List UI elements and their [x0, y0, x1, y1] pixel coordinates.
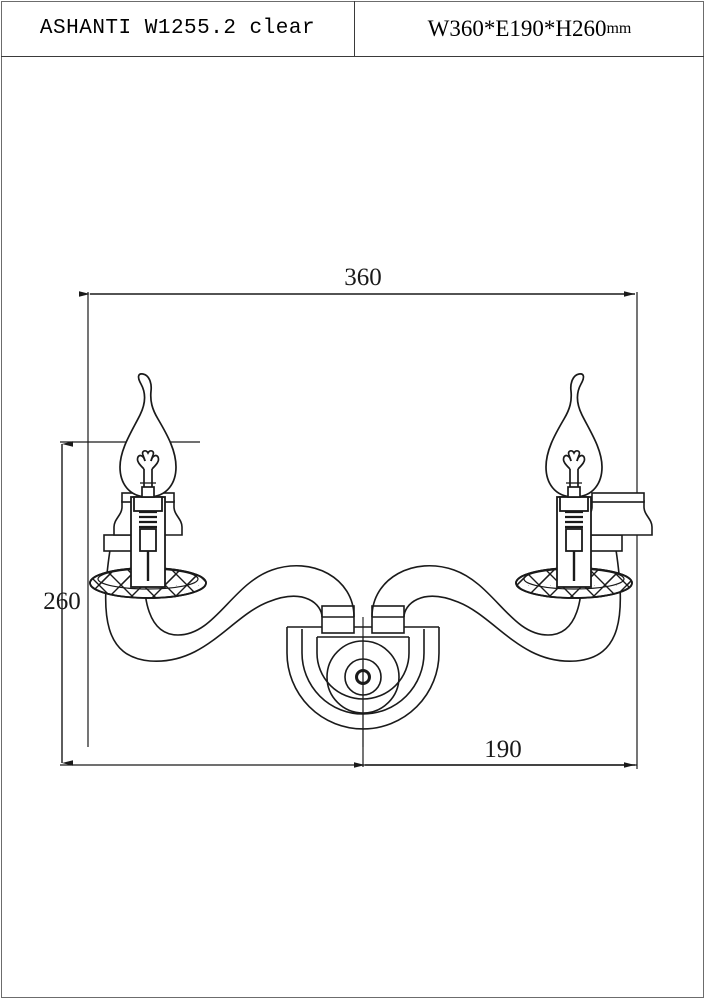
- product-drawing-svg: 360 260 190: [43, 264, 653, 769]
- product-name-text: ASHANTI W1255.2 clear: [39, 17, 316, 40]
- bulb-left-filament: [136, 449, 160, 498]
- socket-left-threads: [139, 510, 157, 529]
- dimension-width-360: 360: [79, 264, 638, 769]
- arm-left-inner-edge: [143, 549, 355, 636]
- bulb-right-glass: [545, 373, 603, 498]
- s-curved-arm-right: [371, 549, 622, 662]
- socket-left-base: [139, 528, 157, 552]
- product-name-cell: ASHANTI W1255.2 clear: [1, 1, 355, 56]
- socket-right-threads: [565, 510, 583, 529]
- semicircular-wall-backplate: [286, 617, 440, 747]
- lamp-socket-right: [559, 496, 589, 581]
- candle-flame-tip-bulb-right: [545, 373, 603, 498]
- arm-collar-left: [321, 605, 355, 634]
- arm-collar-right: [371, 605, 405, 634]
- dimension-label-260: 260: [43, 588, 81, 615]
- dimension-unit-text: mm: [606, 19, 632, 37]
- baluster-right: [583, 492, 653, 536]
- baluster-right-ring: [591, 492, 645, 503]
- candle-assembly-left: [89, 373, 207, 599]
- bulb-right-filament: [562, 449, 586, 498]
- baluster-right-body: [583, 500, 653, 536]
- arm-right-inner-edge: [371, 549, 583, 636]
- dimension-label-190: 190: [484, 736, 522, 763]
- dimension-label-360: 360: [344, 264, 382, 291]
- arm-collar-group: [321, 605, 405, 634]
- socket-left-shoulder: [133, 496, 163, 512]
- arm-left-outer-edge: [104, 549, 323, 662]
- candle-flame-tip-bulb-left: [119, 373, 177, 498]
- lamp-socket-left: [133, 496, 163, 581]
- socket-right-base: [565, 528, 583, 552]
- dimension-code-text: W360*E190*H260: [427, 15, 607, 41]
- bulb-left-glass: [119, 373, 177, 498]
- arm-right-outer-edge: [403, 549, 622, 662]
- socket-right-shoulder: [559, 496, 589, 512]
- candle-assembly-right: [515, 373, 653, 599]
- drawing-canvas: 360 260 190: [0, 57, 706, 999]
- s-curved-arm-left: [104, 549, 355, 662]
